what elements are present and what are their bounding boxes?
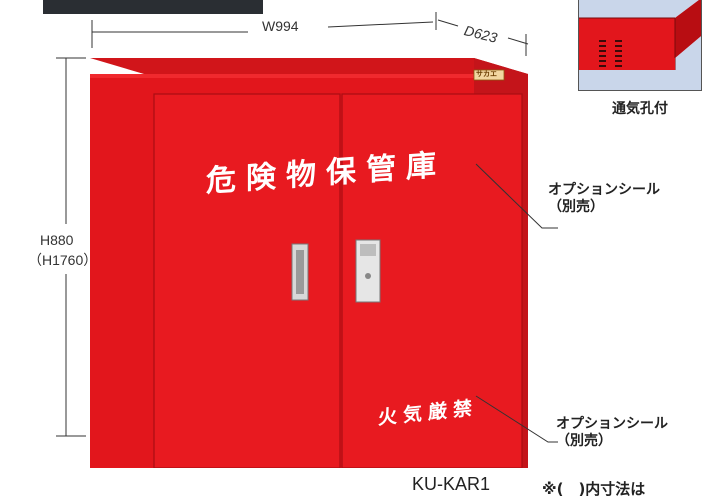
vent-detail-inset (578, 0, 702, 91)
callout-leaders (475, 163, 558, 443)
height-alt-label: （H1760） (28, 252, 98, 268)
cabinet-body (90, 58, 528, 469)
height-dimension-line (56, 57, 86, 437)
callout-1-line2: （別売） (548, 199, 604, 215)
cabinet (88, 58, 538, 469)
vent-holes (599, 40, 622, 67)
vent-detail-illustration (579, 0, 701, 90)
header-bar (43, 0, 263, 14)
callout-1-line1: オプションシール (548, 182, 660, 198)
model-number: KU-KAR1 (412, 474, 491, 494)
callout-2-line2: （別売） (556, 433, 612, 449)
width-dimension-line (91, 12, 529, 56)
brand-plate-label: サカエ (476, 70, 497, 78)
vent-caption: 通気孔付 (612, 101, 668, 117)
width-label: W994 (262, 18, 299, 34)
callout-2-line1: オプションシール (556, 416, 668, 432)
dimension-note: ※( )内寸法は (542, 480, 646, 498)
option-seal-callout-2: オプションシール （別売） (556, 416, 668, 450)
height-label: H880 (40, 232, 74, 248)
option-seal-callout-1: オプションシール （別売） (548, 182, 660, 216)
